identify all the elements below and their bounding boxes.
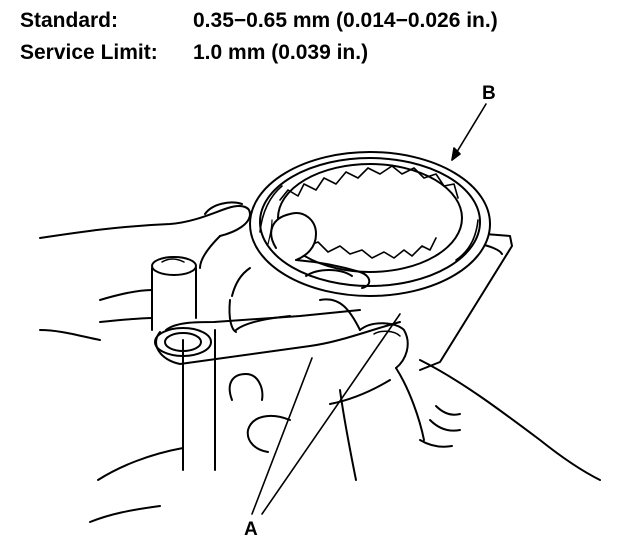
left-hand: [39, 201, 251, 523]
service-limit-value: 1.0 mm (0.039 in.): [193, 41, 369, 64]
callout-a-label: A: [244, 519, 258, 540]
service-limit-label: Service Limit:: [20, 41, 158, 64]
splined-ring: [249, 151, 491, 297]
standard-label: Standard:: [20, 9, 119, 32]
leader-lines: [251, 103, 487, 515]
standard-value: 0.35−0.65 mm (0.014−0.026 in.): [193, 9, 498, 32]
tool-lever: [154, 233, 513, 371]
callout-b-label: B: [482, 83, 496, 104]
leader-a1: [251, 357, 313, 515]
leader-b-arrow: [451, 147, 461, 161]
right-hand: [228, 298, 601, 481]
finger-in-ring: [270, 212, 371, 289]
leader-a2: [261, 313, 401, 515]
